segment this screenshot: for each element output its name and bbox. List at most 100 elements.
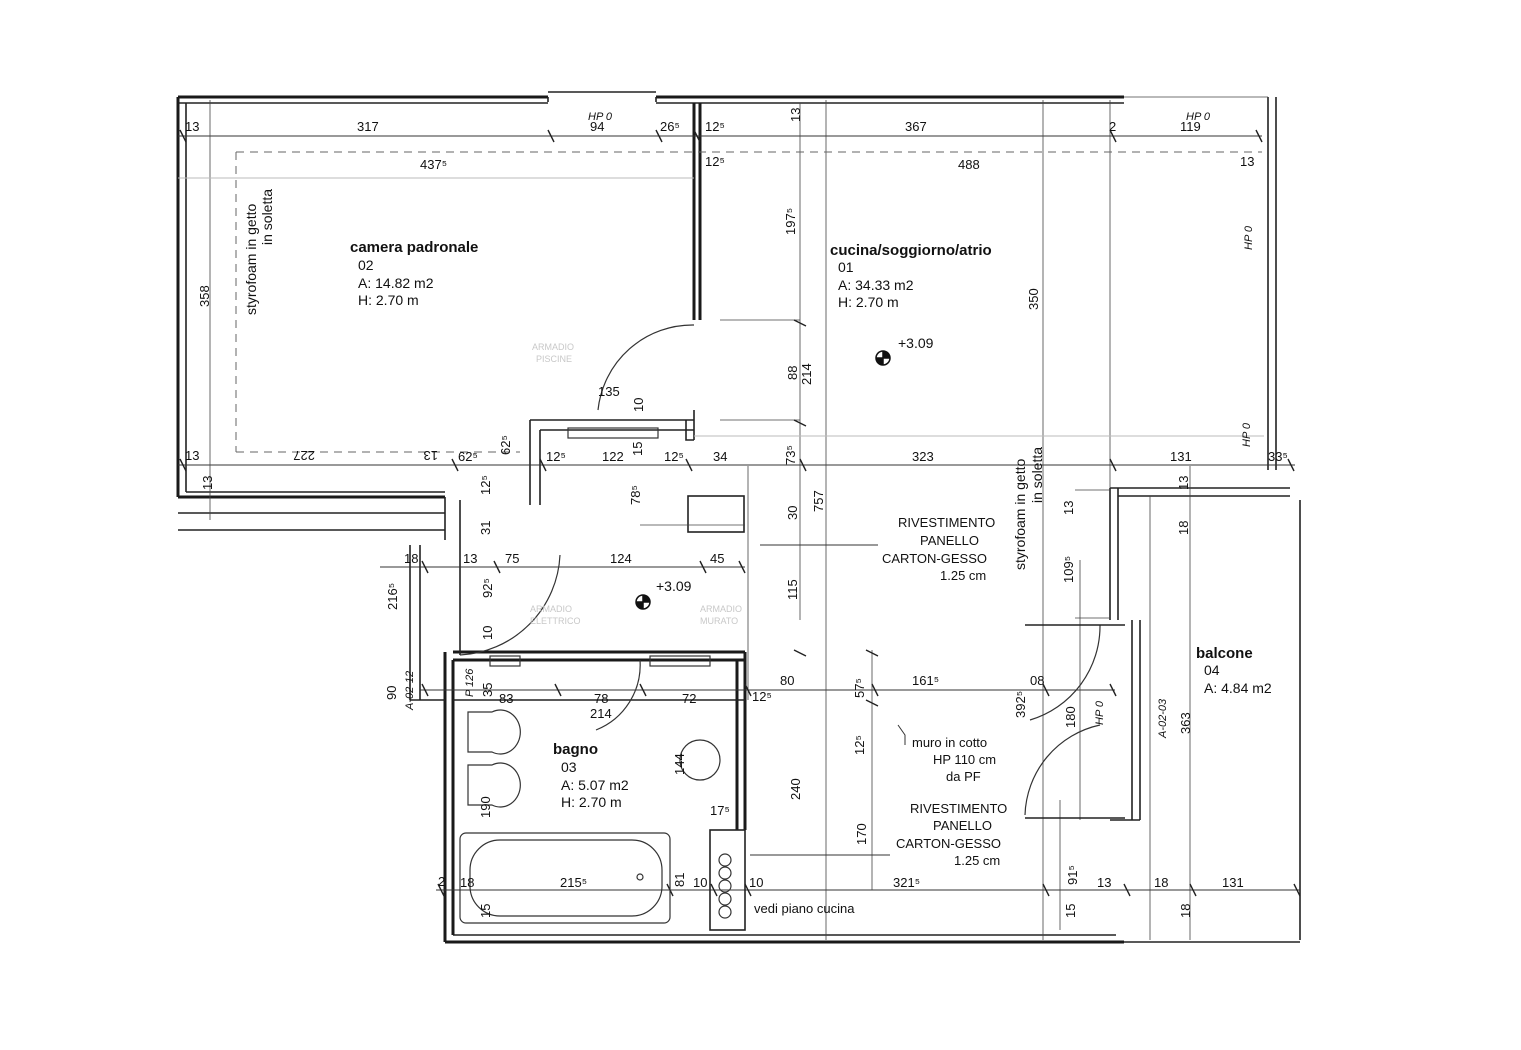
shower-drain — [679, 739, 721, 781]
dim: 13 — [788, 108, 803, 122]
muro-note-l3: da PF — [946, 769, 981, 784]
dim: 78⁵ — [628, 485, 643, 505]
rivestimento-1-l1: RIVESTIMENTO — [898, 515, 995, 530]
dim: 392⁵ — [1013, 691, 1028, 718]
dim: 358 — [197, 285, 212, 307]
bathroom-door — [595, 659, 641, 731]
outer-walls — [176, 91, 1301, 944]
bathroom-fixtures — [459, 427, 746, 931]
dim: 363 — [1178, 712, 1193, 734]
dim: 31 — [478, 521, 493, 535]
room-number: 04 — [1204, 662, 1220, 678]
ghost-murato: MURATO — [700, 616, 738, 626]
bedroom-door — [597, 324, 695, 411]
dim: 240 — [788, 778, 803, 800]
ref-a0212: A-02-12 — [404, 671, 416, 711]
muro-note-l2: HP 110 cm — [933, 752, 996, 767]
dim: 119 — [1180, 119, 1201, 134]
room-height: H: 2.70 m — [561, 794, 622, 810]
hp0-right-1: HP 0 — [1243, 225, 1255, 250]
dim: 34 — [713, 449, 727, 464]
dim: 30 — [785, 506, 800, 520]
dim: 90 — [384, 686, 399, 700]
rivestimento-1-l2: PANELLO — [920, 533, 979, 548]
ghost-armadio-3: ARMADIO — [700, 604, 742, 614]
dim: 197⁵ — [783, 208, 798, 235]
room-name: camera padronale — [350, 239, 478, 256]
dim: 122 — [602, 449, 624, 464]
rivestimento-2-l2: PANELLO — [933, 818, 992, 833]
dim: 18 — [1154, 875, 1168, 890]
room-name: bagno — [553, 741, 598, 758]
notes: styrofoam in getto in soletta styrofoam … — [243, 111, 1255, 916]
dim: 12⁵ — [705, 154, 725, 169]
dim: 488 — [958, 157, 980, 172]
room-area: A: 4.84 m2 — [1204, 680, 1272, 696]
ghost-elettrico: ELETTRICO — [530, 616, 581, 626]
dim: 214 — [590, 706, 612, 721]
dim: 13 — [200, 476, 215, 490]
styrofoam-note-1: styrofoam in getto — [243, 204, 259, 315]
dim: 124 — [610, 551, 632, 566]
dim: 2 — [438, 874, 445, 889]
room-height: H: 2.70 m — [358, 292, 419, 308]
dim: 57⁵ — [852, 678, 867, 698]
dim: 33⁵ — [1268, 449, 1288, 464]
rivestimento-1-l4: 1.25 cm — [940, 568, 986, 583]
dim: 18 — [460, 875, 474, 890]
dim: 170 — [854, 823, 869, 845]
dim: 91⁵ — [1065, 865, 1080, 885]
styrofoam-note-3: styrofoam in getto — [1012, 459, 1028, 570]
p126: P 126 — [464, 668, 476, 697]
dim: 2 — [1109, 119, 1116, 134]
dim: 12⁵ — [705, 119, 725, 134]
dim: 15 — [630, 442, 645, 456]
dim: 18 — [1176, 521, 1191, 535]
bathtub — [459, 832, 671, 924]
dim: 10 — [749, 875, 763, 890]
dim: 80 — [780, 673, 794, 688]
dim: 62⁵ — [458, 449, 478, 464]
room-number: 01 — [838, 259, 854, 275]
dim: 13 — [463, 551, 477, 566]
dim: 15 — [1063, 904, 1078, 918]
dim: 214 — [799, 363, 814, 385]
dim: 12⁵ — [852, 735, 867, 755]
doors — [459, 324, 1125, 819]
dim: 144 — [672, 753, 687, 775]
dim: 12⁵ — [546, 449, 566, 464]
dim: 13 — [1061, 501, 1076, 515]
dim: 135 — [598, 384, 620, 399]
dim: 437⁵ — [420, 157, 447, 172]
rivestimento-1-l3: CARTON-GESSO — [882, 551, 987, 566]
dim: 367 — [905, 119, 927, 134]
entry-door — [459, 554, 561, 656]
dim: 227 — [293, 448, 315, 463]
rivestimento-2-l1: RIVESTIMENTO — [910, 801, 1007, 816]
dim: 10 — [480, 626, 495, 640]
dim: 350 — [1026, 288, 1041, 310]
level-hall: +3.09 — [656, 578, 692, 594]
rivestimento-2-l4: 1.25 cm — [954, 853, 1000, 868]
level-marker-kitchen — [875, 350, 891, 366]
dim: 18 — [404, 551, 418, 566]
dim: 317 — [357, 119, 379, 134]
dim: 26⁵ — [660, 119, 680, 134]
dim: 72 — [682, 691, 696, 706]
dim: 13 — [185, 448, 199, 463]
dim: 115 — [785, 579, 800, 600]
hp0-right-2: HP 0 — [1241, 422, 1253, 447]
dim: 10 — [693, 875, 707, 890]
room-name: balcone — [1196, 645, 1253, 662]
dim: 109⁵ — [1061, 556, 1076, 583]
room-label-camera: camera padronale 02 A: 14.82 m2 H: 2.70 … — [350, 239, 478, 308]
bidet — [467, 762, 521, 808]
dim: 216⁵ — [385, 583, 400, 610]
dimension-values: 13 317 94 26⁵ 12⁵ 367 2 119 437⁵ 12⁵ 488… — [185, 108, 1288, 918]
hp0-top-left: HP 0 — [588, 111, 613, 123]
dim: 131 — [1170, 449, 1192, 464]
dim: 15 — [478, 904, 493, 918]
dim: 13 — [1176, 476, 1191, 490]
ref-a0203: A-02-03 — [1157, 698, 1169, 739]
